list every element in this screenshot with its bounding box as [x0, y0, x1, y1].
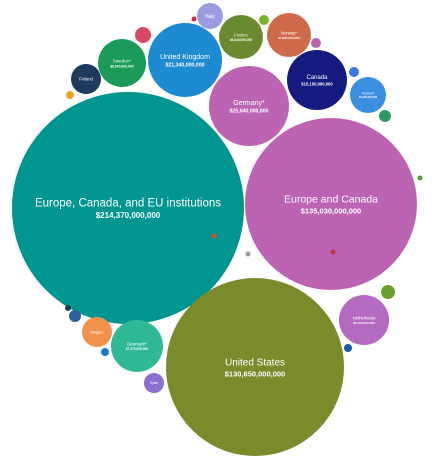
- bubble-poland[interactable]: Poland*$3,330,000,000: [350, 77, 386, 113]
- bubble-label: Germany*: [233, 100, 265, 107]
- bubble-value: $7,570,000,000: [126, 347, 148, 351]
- bubble-label: Europe and Canada: [284, 193, 378, 205]
- bubble-circle: [311, 38, 321, 48]
- bubble-denmark[interactable]: Denmark*$7,570,000,000: [111, 320, 163, 372]
- bubble-circle: [339, 295, 389, 345]
- bubble-circle: [259, 15, 269, 25]
- bubble-circle: [98, 39, 146, 87]
- bubble-circle: [350, 77, 386, 113]
- bubble-circle: [12, 92, 244, 324]
- bubble-label: Netherlands: [353, 315, 376, 320]
- bubble-sweden[interactable]: Sweden*$8,000,000,000: [98, 39, 146, 87]
- bubble-circle: [197, 3, 223, 29]
- bubble-value: $6,640,000,000: [230, 38, 252, 42]
- bubble-circle: [245, 118, 417, 290]
- bubble-unlabeled-25[interactable]: [65, 305, 71, 311]
- bubble-belgium[interactable]: Belgium: [82, 317, 112, 347]
- bubble-canada[interactable]: Canada$15,150,000,000: [287, 50, 347, 110]
- bubble-finland[interactable]: Finland: [71, 64, 101, 94]
- bubble-unlabeled-17[interactable]: [191, 16, 197, 22]
- bubble-circle: [71, 64, 101, 94]
- bubble-united-states[interactable]: United States$130,650,000,000: [166, 278, 344, 456]
- bubble-unlabeled-26[interactable]: [101, 348, 109, 356]
- bubble-circle: [144, 373, 164, 393]
- bubble-circle: [287, 50, 347, 110]
- bubble-unlabeled-19[interactable]: [311, 38, 321, 48]
- bubble-united-kingdom[interactable]: United Kingdom $21,340,000,000: [148, 23, 222, 97]
- bubble-circle: [69, 310, 81, 322]
- bubble-circle: [209, 66, 289, 146]
- bubble-circle: [82, 317, 112, 347]
- bubble-unlabeled-28[interactable]: [330, 249, 336, 255]
- bubble-spain[interactable]: Spain: [144, 373, 164, 393]
- bubble-unlabeled-30[interactable]: [417, 175, 423, 181]
- bubble-unlabeled-23[interactable]: [381, 285, 395, 299]
- bubble-value: $7,660,000,000: [278, 36, 300, 40]
- bubble-netherlands[interactable]: Netherlands$6,100,000,000: [339, 295, 389, 345]
- bubble-italy[interactable]: Italy: [197, 3, 223, 29]
- bubble-circle: [330, 249, 336, 255]
- bubble-unlabeled-31[interactable]: [245, 251, 251, 257]
- bubble-label: Norway*: [281, 30, 297, 35]
- bubble-value: $8,000,000,000: [110, 64, 134, 68]
- bubble-label: France: [234, 32, 248, 37]
- bubble-germany[interactable]: Germany* $25,640,000,000: [209, 66, 289, 146]
- bubble-label: Finland: [79, 76, 93, 81]
- bubble-circle: [101, 348, 109, 356]
- bubble-value: $25,640,000,000: [230, 109, 269, 115]
- bubble-value: $3,330,000,000: [359, 95, 378, 99]
- bubble-circle: [417, 175, 423, 181]
- bubble-circle: [191, 16, 197, 22]
- bubble-circle: [267, 13, 311, 57]
- bubble-label: Denmark*: [127, 341, 147, 346]
- bubble-unlabeled-22[interactable]: [66, 91, 74, 99]
- bubble-circle: [344, 344, 352, 352]
- bubble-label: Canada: [306, 75, 328, 81]
- bubble-value: $15,150,000,000: [301, 81, 333, 86]
- bubble-circle: [166, 278, 344, 456]
- bubble-unlabeled-16[interactable]: [135, 27, 151, 43]
- bubble-unlabeled-21[interactable]: [379, 110, 391, 122]
- bubble-europe-and-canada[interactable]: Europe and Canada$135,030,000,000: [245, 118, 417, 290]
- bubble-circle: [379, 110, 391, 122]
- bubble-circle: [66, 91, 74, 99]
- bubble-circle: [211, 233, 217, 239]
- bubble-circle: [148, 23, 222, 97]
- bubble-unlabeled-24[interactable]: [69, 310, 81, 322]
- bubble-unlabeled-27[interactable]: [344, 344, 352, 352]
- bubble-circle: [245, 251, 251, 257]
- bubble-circle: [111, 320, 163, 372]
- bubble-circle: [135, 27, 151, 43]
- bubble-label: United Kingdom: [160, 54, 210, 61]
- bubble-unlabeled-18[interactable]: [259, 15, 269, 25]
- bubble-label: Italy: [205, 14, 215, 20]
- bubble-unlabeled-20[interactable]: [349, 67, 359, 77]
- bubble-label: Belgium: [91, 330, 104, 334]
- bubble-norway[interactable]: Norway*$7,660,000,000: [267, 13, 311, 57]
- bubble-value: $214,370,000,000: [96, 211, 161, 220]
- bubble-france[interactable]: France$6,640,000,000: [219, 15, 263, 59]
- bubble-circle: [65, 305, 71, 311]
- bubble-label: Europe, Canada, and EU institutions: [35, 197, 221, 209]
- bubble-value: $21,340,000,000: [166, 63, 205, 69]
- bubble-unlabeled-29[interactable]: [211, 233, 217, 239]
- bubble-value: $135,030,000,000: [301, 206, 361, 215]
- bubble-label: United States: [225, 358, 285, 369]
- bubble-circle: [219, 15, 263, 59]
- bubble-europe-canada-and-eu-institutions[interactable]: Europe, Canada, and EU institutions $214,…: [12, 92, 244, 324]
- bubble-value: $130,650,000,000: [225, 369, 285, 378]
- bubble-circle: [349, 67, 359, 77]
- bubble-label: Sweden*: [113, 58, 132, 63]
- bubble-label: Spain: [150, 381, 158, 385]
- bubble-label: Poland*: [362, 91, 375, 95]
- bubble-circle: [381, 285, 395, 299]
- bubble-value: $6,100,000,000: [353, 321, 375, 325]
